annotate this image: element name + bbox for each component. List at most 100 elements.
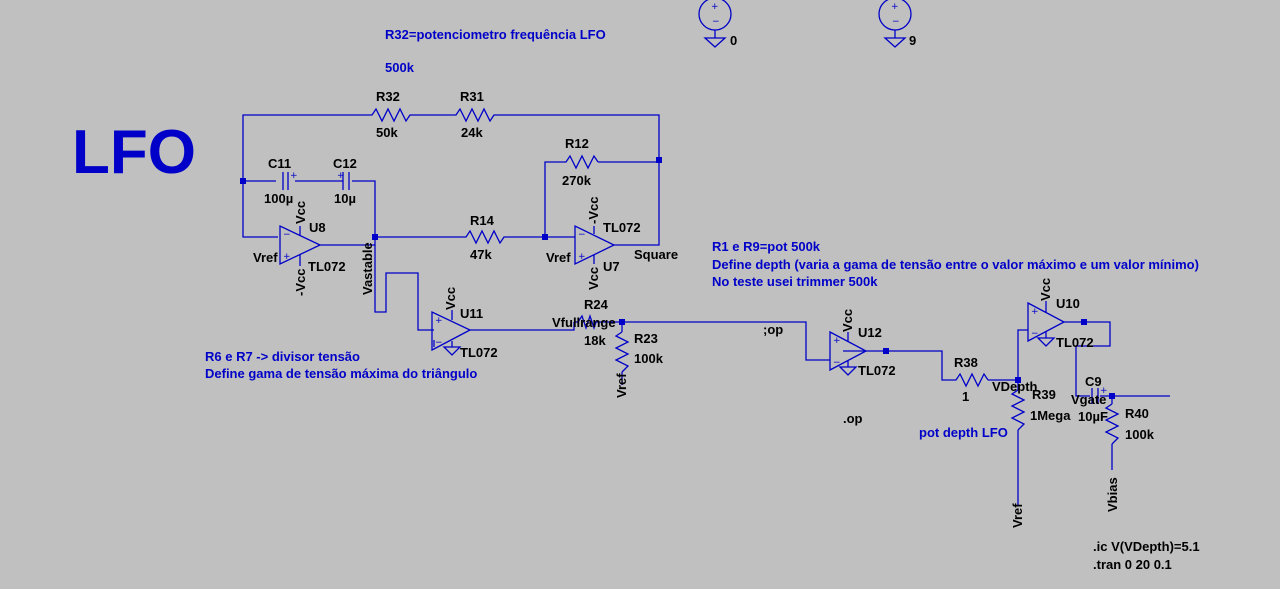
junction-dots bbox=[240, 157, 1115, 399]
net-vastable: Vastable bbox=[360, 242, 375, 295]
wires bbox=[242, 114, 1170, 505]
directive-tran: .tran 0 20 0.1 bbox=[1093, 557, 1172, 572]
net-vdepth: VDepth bbox=[992, 379, 1038, 394]
svg-text:+: + bbox=[711, 2, 719, 12]
resistor-r31[interactable]: R31 24k bbox=[430, 89, 496, 140]
resistor-r23[interactable]: R23 100k bbox=[614, 331, 664, 373]
capacitor-c12[interactable]: + C12 10µ bbox=[333, 156, 357, 206]
net-vgate: Vgate bbox=[1071, 392, 1106, 407]
opamp-u7[interactable]: − + TL072 U7 -Vcc Vcc Vref bbox=[546, 197, 641, 290]
net-square: Square bbox=[634, 247, 678, 262]
net-vbias: Vbias bbox=[1105, 477, 1120, 512]
opamp-u8[interactable]: − + U8 TL072 Vcc -Vcc Vref bbox=[253, 201, 346, 296]
svg-text:+: + bbox=[1031, 307, 1039, 317]
r40-value: 100k bbox=[1125, 427, 1155, 442]
directive-op-commented: ;op bbox=[763, 322, 783, 337]
svg-text:−: − bbox=[1031, 329, 1039, 339]
u12-vcc-label: Vcc bbox=[840, 309, 855, 332]
note-r6r7-line2: Define gama de tensão máxima do triângul… bbox=[205, 366, 477, 381]
c12-value: 10µ bbox=[334, 191, 356, 206]
u12-name: U12 bbox=[858, 325, 882, 340]
r32-name: R32 bbox=[376, 89, 400, 104]
u11-model: TL072 bbox=[460, 345, 498, 360]
directive-op: .op bbox=[843, 411, 863, 426]
r31-value: 24k bbox=[461, 125, 483, 140]
u8-vcc-label: Vcc bbox=[293, 201, 308, 224]
r14-name: R14 bbox=[470, 213, 495, 228]
svg-text:+: + bbox=[578, 252, 586, 262]
svg-text:+: + bbox=[435, 316, 443, 326]
svg-text:+: + bbox=[337, 171, 345, 181]
u12-model: TL072 bbox=[858, 363, 896, 378]
note-r1r9-line3: No teste usei trimmer 500k bbox=[712, 274, 878, 289]
source-node-0: 0 bbox=[730, 33, 737, 48]
resistor-r40[interactable]: R40 100k bbox=[1104, 403, 1155, 445]
r12-value: 270k bbox=[562, 173, 592, 188]
voltage-source-v2[interactable]: + − 9 bbox=[878, 0, 916, 48]
u11-name: U11 bbox=[460, 306, 483, 321]
svg-text:+: + bbox=[283, 252, 291, 262]
note-r1r9-line1: R1 e R9=pot 500k bbox=[712, 239, 821, 254]
u7-vref-label: Vref bbox=[546, 250, 571, 265]
net-vfullrange: Vfullrange bbox=[552, 315, 616, 330]
opamp-u10[interactable]: + − U10 TL072 Vcc bbox=[1027, 278, 1094, 350]
note-r32-line1: R32=potenciometro frequência LFO bbox=[385, 27, 606, 42]
svg-text:+: + bbox=[891, 2, 899, 12]
c12-name: C12 bbox=[333, 156, 357, 171]
voltage-source-v1[interactable]: + − 0 bbox=[698, 0, 737, 48]
c11-name: C11 bbox=[268, 156, 291, 171]
r39-name: R39 bbox=[1032, 387, 1056, 402]
r31-name: R31 bbox=[460, 89, 484, 104]
u7-model: TL072 bbox=[603, 220, 641, 235]
u7-name: U7 bbox=[603, 259, 620, 274]
svg-text:−: − bbox=[712, 17, 720, 27]
u8-vref-label: Vref bbox=[253, 250, 278, 265]
title-label: LFO bbox=[72, 118, 196, 187]
r24-value: 18k bbox=[584, 333, 606, 348]
r23-name: R23 bbox=[634, 331, 658, 346]
u7-nvcc-label: -Vcc bbox=[586, 197, 601, 224]
resistor-r12[interactable]: R12 270k bbox=[562, 136, 599, 188]
note-r6r7-line1: R6 e R7 -> divisor tensão bbox=[205, 349, 360, 364]
c9-name: C9 bbox=[1085, 374, 1102, 389]
svg-text:−: − bbox=[283, 230, 291, 240]
u7-vcc-label: Vcc bbox=[586, 267, 601, 290]
source-node-9: 9 bbox=[909, 33, 916, 48]
u8-model: TL072 bbox=[308, 259, 346, 274]
r39-value: 1Mega bbox=[1030, 408, 1071, 423]
svg-text:−: − bbox=[892, 17, 900, 27]
svg-text:−: − bbox=[833, 358, 841, 368]
resistor-r14[interactable]: R14 47k bbox=[460, 213, 510, 262]
resistor-r32[interactable]: R32 50k bbox=[364, 89, 430, 140]
r39-vref-label: Vref bbox=[1010, 503, 1025, 528]
resistor-r38[interactable]: R38 1 bbox=[950, 355, 989, 404]
svg-text:+: + bbox=[290, 171, 298, 181]
u11-vcc-label: Vcc bbox=[443, 287, 458, 310]
r38-value: 1 bbox=[962, 389, 969, 404]
u8-name: U8 bbox=[309, 220, 326, 235]
capacitor-c9[interactable]: + C9 10µF bbox=[1078, 374, 1108, 424]
resistor-r24[interactable]: R24 18k bbox=[574, 297, 609, 348]
note-r32-line2: 500k bbox=[385, 60, 415, 75]
svg-text:+: + bbox=[833, 336, 841, 346]
u8-nvcc-label: -Vcc bbox=[293, 269, 308, 296]
r38-name: R38 bbox=[954, 355, 978, 370]
r23-vref-label: Vref bbox=[614, 373, 629, 398]
opamp-u12[interactable]: + − U12 TL072 Vcc bbox=[829, 309, 896, 378]
r12-name: R12 bbox=[565, 136, 589, 151]
u10-name: U10 bbox=[1056, 296, 1080, 311]
note-r1r9-line2: Define depth (varia a gama de tensão ent… bbox=[712, 257, 1199, 272]
r40-name: R40 bbox=[1125, 406, 1149, 421]
r32-value: 50k bbox=[376, 125, 398, 140]
svg-text:+: + bbox=[1100, 386, 1108, 396]
svg-text:−: − bbox=[435, 338, 443, 348]
u10-model: TL072 bbox=[1056, 335, 1094, 350]
resistor-r39[interactable]: R39 1Mega bbox=[1010, 387, 1071, 431]
r23-value: 100k bbox=[634, 351, 664, 366]
capacitor-c11[interactable]: + C11 100µ bbox=[264, 156, 298, 206]
r14-value: 47k bbox=[470, 247, 492, 262]
opamp-u11[interactable]: + − U11 TL072 Vcc bbox=[431, 287, 498, 360]
directive-ic: .ic V(VDepth)=5.1 bbox=[1093, 539, 1200, 554]
